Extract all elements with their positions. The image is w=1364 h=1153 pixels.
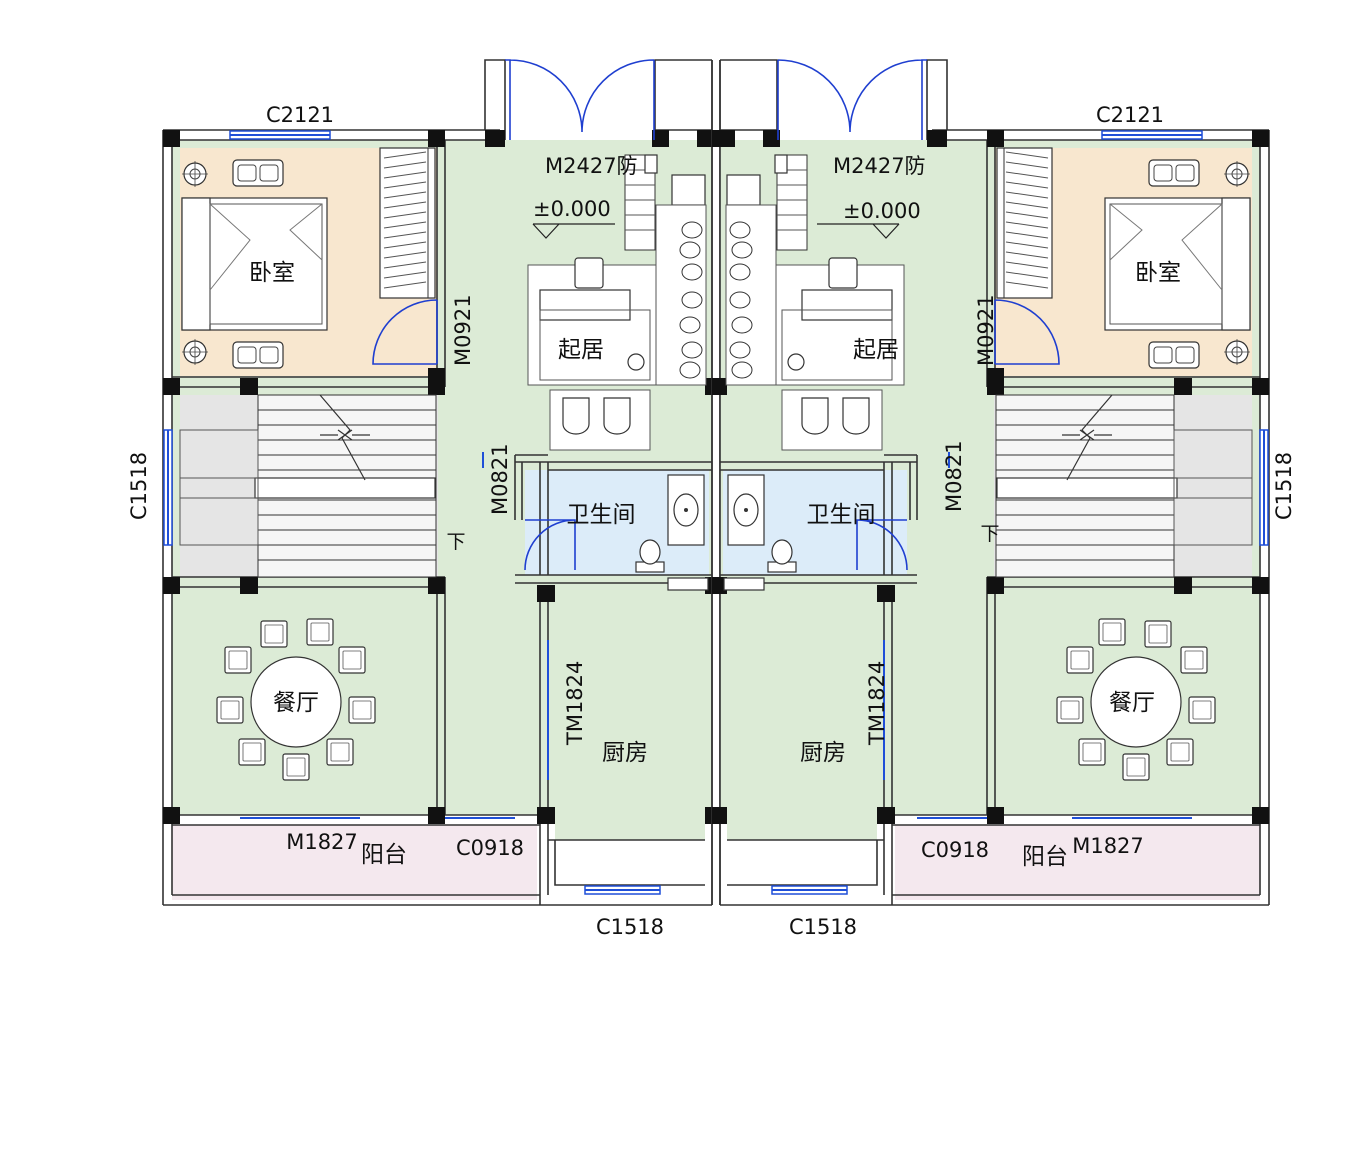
- right-stair-down-label: 下: [980, 523, 999, 545]
- right-stair-window-label: C1518: [1272, 452, 1296, 520]
- right-living-label: 起居: [853, 337, 899, 363]
- left-window-top-label: C2121: [266, 103, 334, 127]
- right-unit-labels: C2121 M2427防 ±0.000 卧室 起居 M0921 C1518 M0…: [789, 103, 1296, 939]
- left-bathroom-label: 卫生间: [567, 502, 636, 528]
- left-unit-plan: [163, 60, 720, 905]
- left-stair-down-label: 下: [446, 531, 465, 553]
- left-bedroom-label: 卧室: [249, 260, 295, 286]
- left-bath-door-label: M0821: [488, 443, 512, 515]
- left-unit-labels: C2121 M2427防 ±0.000 卧室 起居 M0921 C1518 M0…: [127, 103, 664, 939]
- right-kitchen-door-label: TM1824: [865, 661, 889, 746]
- right-entry-door-label: M2427防: [833, 154, 926, 178]
- left-bedroom-door-label: M0921: [451, 294, 475, 366]
- right-unit-plan: [712, 60, 1269, 905]
- left-balcony-door-label: M1827: [286, 830, 358, 854]
- right-balcony-window-label: C0918: [921, 838, 989, 862]
- right-kitchen-window-label: C1518: [789, 915, 857, 939]
- right-dining-label: 餐厅: [1109, 690, 1155, 716]
- right-balcony-label: 阳台: [1022, 844, 1068, 870]
- right-bedroom-door-label: M0921: [974, 294, 998, 366]
- left-balcony-window-label: C0918: [456, 836, 524, 860]
- right-bedroom-label: 卧室: [1135, 260, 1181, 286]
- left-elevation-label: ±0.000: [533, 197, 611, 221]
- right-window-top-label: C2121: [1096, 103, 1164, 127]
- right-bathroom-label: 卫生间: [807, 502, 876, 528]
- left-kitchen-door-label: TM1824: [563, 661, 587, 746]
- right-bath-door-label: M0821: [942, 440, 966, 512]
- left-kitchen-window-label: C1518: [596, 915, 664, 939]
- right-kitchen-label: 厨房: [800, 740, 846, 766]
- left-balcony-label: 阳台: [361, 842, 407, 868]
- left-entry-door-label: M2427防: [545, 154, 638, 178]
- left-kitchen-label: 厨房: [602, 740, 648, 766]
- left-dining-label: 餐厅: [273, 690, 319, 716]
- left-stair-window-label: C1518: [127, 452, 151, 520]
- left-living-label: 起居: [558, 337, 604, 363]
- right-elevation-label: ±0.000: [843, 199, 921, 223]
- right-balcony-door-label: M1827: [1072, 834, 1144, 858]
